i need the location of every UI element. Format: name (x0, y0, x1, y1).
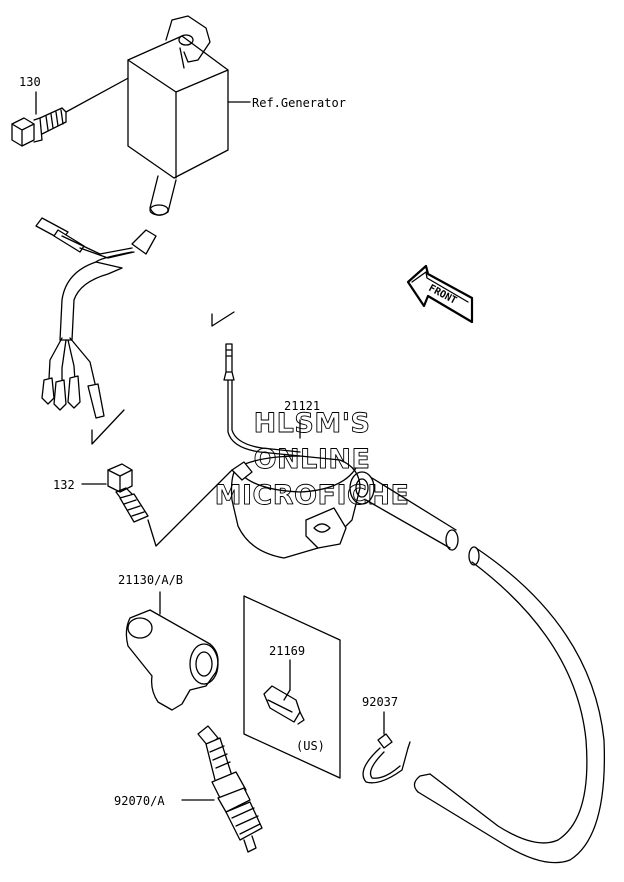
wire-harness (35, 217, 157, 445)
break-mark-top (211, 311, 235, 327)
label-92070: 92070/A (114, 794, 165, 808)
ignition-coil (223, 343, 459, 559)
label-132: 132 (53, 478, 75, 492)
watermark-line-3: MICROFICHE (215, 480, 410, 511)
terminal-panel (243, 595, 341, 779)
clamp-92037 (362, 711, 411, 784)
label-21121: 21121 (284, 399, 320, 413)
label-us: (US) (296, 739, 325, 753)
watermark-line-2: ONLINE (254, 444, 371, 475)
spark-plug (181, 725, 263, 853)
label-21130: 21130/A/B (118, 573, 183, 587)
front-arrow (406, 264, 474, 324)
label-21169: 21169 (269, 644, 305, 658)
watermark: HLSM'S ONLINE MICROFICHE (214, 408, 410, 512)
label-130: 130 (19, 75, 41, 89)
watermark-line-1: HLSM'S (254, 408, 371, 439)
label-ref-generator: Ref.Generator (252, 96, 346, 110)
label-92037: 92037 (362, 695, 398, 709)
ref-generator-box (127, 15, 251, 216)
high-tension-lead (413, 546, 606, 864)
plug-cap (125, 591, 219, 711)
bolt-132 (81, 463, 233, 547)
